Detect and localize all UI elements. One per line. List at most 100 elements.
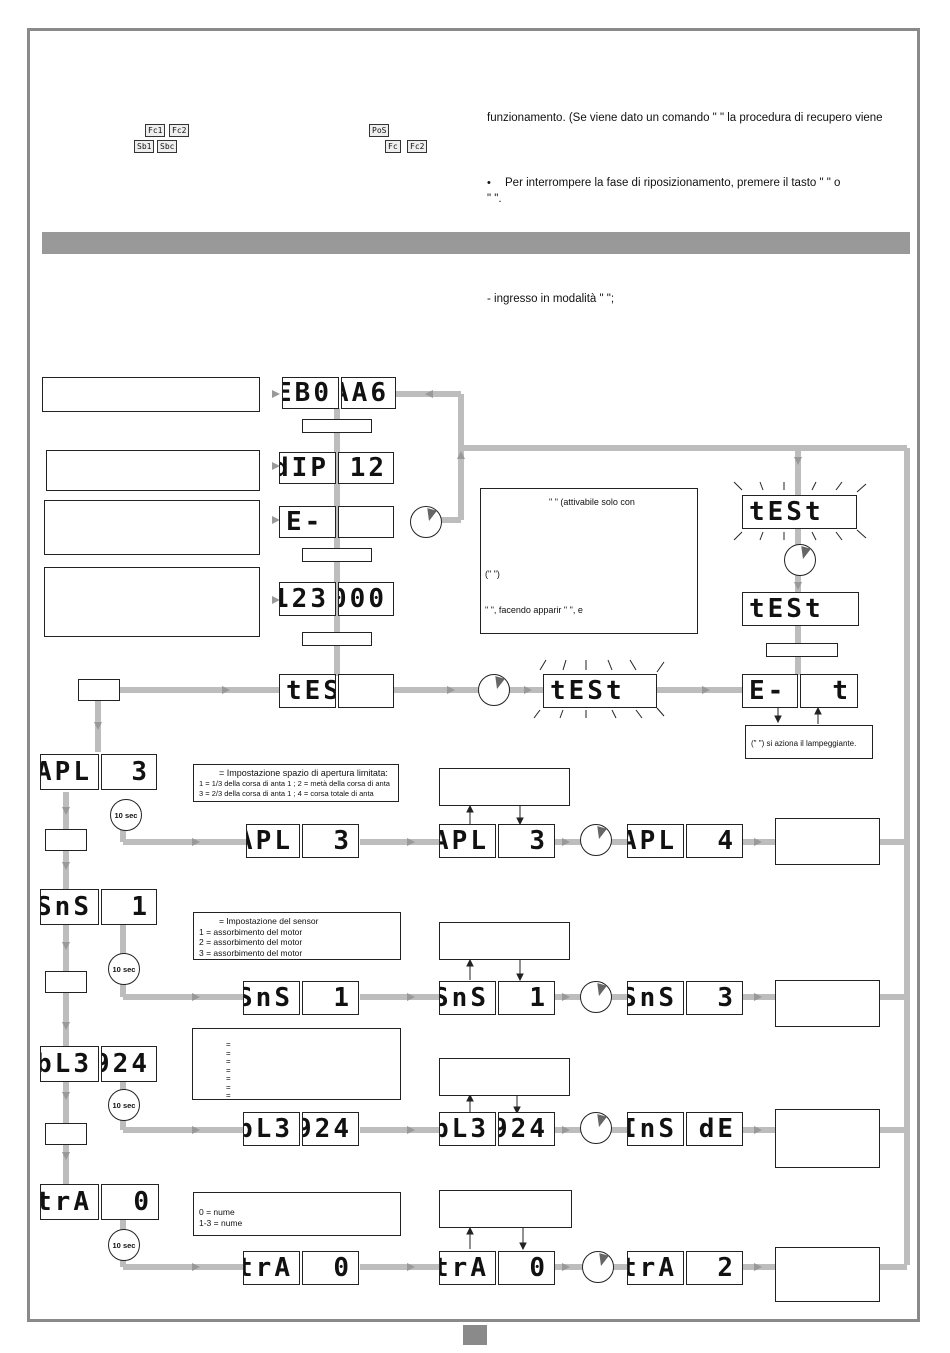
label-box-sns xyxy=(45,971,87,993)
text-mode-line: - ingresso in modalità " "; xyxy=(487,293,615,305)
lcd-sns-b-right: 1 xyxy=(302,981,359,1015)
info-box-bl: = = = = = = = xyxy=(192,1028,401,1100)
lcd-small-sbc: Sbc xyxy=(157,140,178,153)
result-box-sns xyxy=(775,980,880,1027)
tra-line-2: 1-3 = nume xyxy=(199,1217,243,1228)
page-number-tab xyxy=(463,1325,487,1345)
lcd-header-right: AA6 xyxy=(341,377,396,409)
lcd-e-right: t xyxy=(800,674,858,708)
lcd-header-left: EB0 xyxy=(282,377,339,409)
label-box-2 xyxy=(302,548,372,562)
info-box-sns: = Impostazione del sensor 1 = assorbimen… xyxy=(193,912,401,960)
label-box-bl xyxy=(45,1123,87,1145)
lcd-test-top2: tESt xyxy=(742,592,859,626)
info-box-apl: = Impostazione spazio di apertura limita… xyxy=(193,764,399,802)
test-note-1: " " (attivabile solo con xyxy=(549,497,635,507)
text-interrupt-line: Per interrompere la fase di riposizionam… xyxy=(505,177,841,189)
timer-icon xyxy=(784,544,816,576)
test-note-3: " ", facendo apparir " ", e xyxy=(485,605,583,615)
lcd-test-right xyxy=(338,674,394,708)
timer-icon: 10 sec xyxy=(110,799,142,831)
timer-icon xyxy=(580,824,612,856)
timer-icon: 10 sec xyxy=(108,1089,140,1121)
lcd-apl-b-left: APL xyxy=(246,824,300,858)
label-box-apl xyxy=(45,829,87,851)
info-box-tra: 0 = nume 1-3 = nume xyxy=(193,1192,401,1236)
lcd-tra-b-left: trA xyxy=(243,1251,300,1285)
desc-box-apl xyxy=(439,768,570,806)
label-box-4 xyxy=(766,643,838,657)
lcd-bl-left: bL3 xyxy=(40,1046,99,1082)
desc-box-dip xyxy=(46,450,260,491)
lcd-tra-d-left: trA xyxy=(627,1251,684,1285)
lcd-bl-right: 924 xyxy=(101,1046,157,1082)
result-box-apl xyxy=(775,818,880,865)
lcd-tra-c-right: 0 xyxy=(498,1251,555,1285)
timer-icon xyxy=(410,506,442,538)
desc-box-tra xyxy=(439,1190,572,1228)
timer-icon: 10 sec xyxy=(108,1229,140,1261)
lcd-tra-left: trA xyxy=(40,1184,99,1220)
timer-label: 10 sec xyxy=(112,1100,136,1110)
lcd-apl-c-left: APL xyxy=(439,824,496,858)
text-interrupt-line2: " ". xyxy=(487,193,502,205)
lcd-bl-b-left: bL3 xyxy=(243,1112,300,1146)
timer-icon xyxy=(580,1112,612,1144)
lcd-sns-c-left: SnS xyxy=(439,981,496,1015)
lcd-sns-d-right: 3 xyxy=(686,981,743,1015)
timer-icon xyxy=(478,674,510,706)
lcd-bl-d-right: dE xyxy=(686,1112,743,1146)
lcd-blank-right xyxy=(338,506,394,538)
lcd-apl-d-left: APL xyxy=(627,824,684,858)
desc-box-sns xyxy=(439,922,570,960)
lcd-small-fc: Fc xyxy=(385,140,401,153)
label-box-3 xyxy=(302,632,372,646)
timer-label: 10 sec xyxy=(112,964,136,974)
lcd-counter-right: 000 xyxy=(338,582,394,616)
lcd-tra-d-right: 2 xyxy=(686,1251,743,1285)
lcd-dip-left: dIP xyxy=(279,452,336,484)
lcd-tra-right: 0 xyxy=(101,1184,159,1220)
lcd-apl-right: 3 xyxy=(101,754,157,790)
bl-marks: = = = = = = = xyxy=(226,1040,231,1100)
desc-box-bl xyxy=(439,1058,570,1096)
lcd-e-left: E- xyxy=(742,674,798,708)
lcd-test-left: tESt xyxy=(279,674,336,708)
sns-line-1: 1 = assorbimento del motor xyxy=(199,926,303,937)
lcd-bl-c-left: bL3 xyxy=(439,1112,496,1146)
lcd-sns-b-left: SnS xyxy=(243,981,300,1015)
lcd-test-top1: tESt xyxy=(742,495,857,529)
result-box-tra xyxy=(775,1247,880,1302)
lcd-small-fc2: Fc2 xyxy=(169,124,190,137)
sns-line-2: 2 = assorbimento del motor xyxy=(199,937,303,947)
lcd-sns-left: SnS xyxy=(40,889,99,925)
page-frame xyxy=(27,28,920,1322)
desc-box-blank xyxy=(44,500,260,555)
label-box-start xyxy=(78,679,120,701)
lcd-apl-left: APL xyxy=(40,754,99,790)
sns-line-3: 3 = assorbimento del motor xyxy=(199,947,303,958)
lcd-sns-d-left: SnS xyxy=(627,981,684,1015)
result-box-bl xyxy=(775,1109,880,1168)
info-box-test: " " (attivabile solo con (" ") " ", face… xyxy=(480,488,698,634)
lcd-apl-b-right: 3 xyxy=(302,824,359,858)
sns-title: = Impostazione del sensor xyxy=(219,916,319,926)
lcd-small-sb1: Sb1 xyxy=(134,140,155,153)
lcd-tra-c-left: trA xyxy=(439,1251,496,1285)
label-box-1 xyxy=(302,419,372,433)
apl-line-1: 1 = 1/3 della corsa di anta 1 ; 2 = metà… xyxy=(199,778,390,788)
timer-icon: 10 sec xyxy=(108,953,140,985)
info-box-lamp: (" ") si aziona il lampeggiante. xyxy=(745,725,873,759)
lcd-bl-c-right: 924 xyxy=(498,1112,555,1146)
text-recovery-line: funzionamento. (Se viene dato un comando… xyxy=(487,112,883,124)
timer-icon xyxy=(582,1251,614,1283)
lcd-small-fc2b: Fc2 xyxy=(407,140,428,153)
timer-label: 10 sec xyxy=(112,1240,136,1250)
apl-line-2: 3 = 2/3 della corsa di anta 1 ; 4 = cors… xyxy=(199,789,374,798)
lcd-counter-left: 123 xyxy=(279,582,336,616)
timer-label: 10 sec xyxy=(114,810,138,820)
timer-icon xyxy=(580,981,612,1013)
lcd-blank-left: E- xyxy=(279,506,336,538)
lamp-note: (" ") si aziona il lampeggiante. xyxy=(751,739,857,748)
apl-title: = Impostazione spazio di apertura limita… xyxy=(219,768,388,778)
